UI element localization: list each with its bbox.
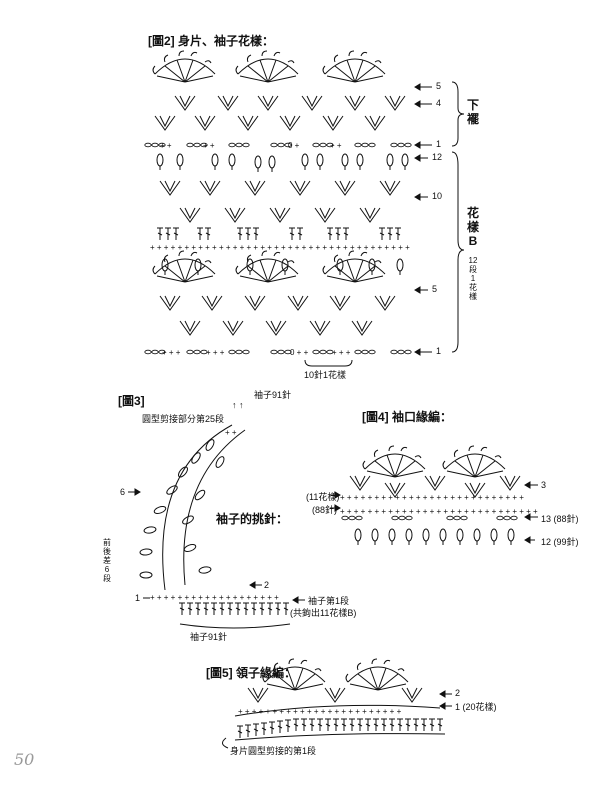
fig5-chart: + + + + + + + + + + + + + + + + + + + + … — [222, 658, 452, 749]
fig2-repeat-5: 樣 — [469, 292, 477, 301]
fig2-hem-char-2: 襬 — [466, 112, 479, 126]
fig2-pattern-char-3: B — [468, 234, 478, 248]
fig2-pattern-char-2: 樣 — [466, 220, 479, 234]
fig4-right-note-12: 12 (99針) — [541, 537, 579, 547]
fig2-hem-label: 下 襬 — [466, 98, 480, 126]
fig2-row-marker-5: 5 — [436, 81, 442, 91]
fig4-right-note-3: 3 — [541, 480, 547, 490]
fig3-marker-2: 2 — [264, 580, 270, 590]
svg-text:+ + + + + + + + + + + + + + +: + + + + + + + + + + + + + + + + + + + — [150, 593, 279, 602]
fig2-repeat-3: 1 — [470, 274, 476, 283]
svg-text:+ + + + + + + + + + + + + + +: + + + + + + + + + + + + + + + + + + + + … — [150, 243, 410, 252]
fig2-repeat-note: 12 段 1 花 樣 — [468, 256, 478, 301]
svg-text:+ + + + + + + + + + + + + + +: + + + + + + + + + + + + + + + + + + + + … — [340, 493, 524, 502]
svg-text:+ +: + + — [203, 141, 215, 150]
fig2-row-marker-5b: 5 — [432, 284, 438, 294]
fig4-chart: + + + + + + + + + + + + + + + + + + + + … — [330, 445, 538, 546]
fig2-repeat-2: 段 — [469, 265, 477, 274]
svg-text:+ + +: + + + — [162, 348, 181, 357]
svg-text:+ + +: + + + — [332, 348, 351, 357]
fig4-left-note-stitches: (88針) — [312, 505, 338, 515]
fig3-raglan-note: 圓型剪接部分第25段 — [142, 414, 225, 424]
fig2-pattern-char-1: 花 — [466, 206, 479, 220]
fig3-side-2: 後 — [103, 547, 111, 556]
svg-text:+ +: + + — [330, 141, 342, 150]
svg-text:+ +: + + — [225, 428, 237, 437]
fig3-side-5: 段 — [103, 574, 111, 583]
fig3-pattern-count-note: (共鉤出11花樣B) — [290, 608, 357, 618]
fig3-title: [圖3] — [118, 394, 145, 408]
page-number: 50 — [14, 750, 35, 769]
svg-text:0 +: 0 + — [288, 141, 300, 150]
fig3-side-3: 差 — [103, 556, 111, 565]
fig5-title: [圖5] 領子緣編： — [206, 666, 297, 680]
fig2-row-marker-1b: 1 — [436, 346, 442, 356]
fig3-row1-note: 袖子第1段 — [308, 596, 350, 606]
fig2-bottom-note: 10針1花樣 — [304, 370, 347, 380]
svg-text:+ + +: + + + — [206, 348, 225, 357]
svg-text:0 + +: 0 + + — [290, 348, 309, 357]
fig2-hem-char-1: 下 — [466, 98, 479, 112]
fig2-repeat-1: 12 — [468, 256, 478, 265]
fig2-repeat-4: 花 — [469, 283, 477, 292]
fig3-side-1: 前 — [103, 538, 111, 547]
fig4-title: [圖4] 袖口緣編： — [362, 410, 453, 424]
svg-text:+ + + + + + + + + + + + + + +: + + + + + + + + + + + + + + + + + + + + … — [238, 707, 402, 716]
fig3-side-note: 前 後 差 6 段 — [102, 538, 112, 583]
fig4-right-note-13: 13 (88針) — [541, 514, 579, 524]
fig2-row-marker-1: 1 — [436, 139, 442, 149]
fig3-pickup-title: 袖子的挑針： — [216, 512, 289, 526]
fig4-left-note-patterns: (11花樣) — [306, 492, 340, 502]
svg-text:+ +: + + — [160, 141, 172, 150]
fig5-bottom-note: 身片圓型剪接的第1段 — [230, 746, 317, 756]
svg-text:+ + + + + + + + + + + + + + +: + + + + + + + + + + + + + + + + + + + + … — [340, 507, 538, 516]
fig2-chart: + + + + 0 + + + — [144, 50, 465, 367]
fig2-row-marker-4: 4 — [436, 98, 442, 108]
fig3-bottom-note: 袖子91針 — [190, 632, 228, 642]
fig3-marker-1: 1 — [135, 593, 141, 603]
fig2-pattern-label: 花 樣 B — [466, 206, 480, 248]
fig3-chart: + + ↑ ↑ + + + + + + + + + + + + + + + + … — [128, 400, 305, 629]
fig5-right-note-1: 1 (20花樣) — [455, 702, 497, 712]
svg-text:↑ ↑: ↑ ↑ — [232, 400, 244, 410]
fig3-top-note: 袖子91針 — [254, 390, 292, 400]
fig2-row-marker-10: 10 — [432, 191, 443, 201]
fig3-side-4: 6 — [104, 565, 110, 574]
fig3-marker-6: 6 — [120, 487, 126, 497]
fig2-title: [圖2] 身片、袖子花樣： — [148, 34, 275, 48]
fig5-right-note-2: 2 — [455, 688, 461, 698]
fig2-row-marker-12: 12 — [432, 152, 443, 162]
